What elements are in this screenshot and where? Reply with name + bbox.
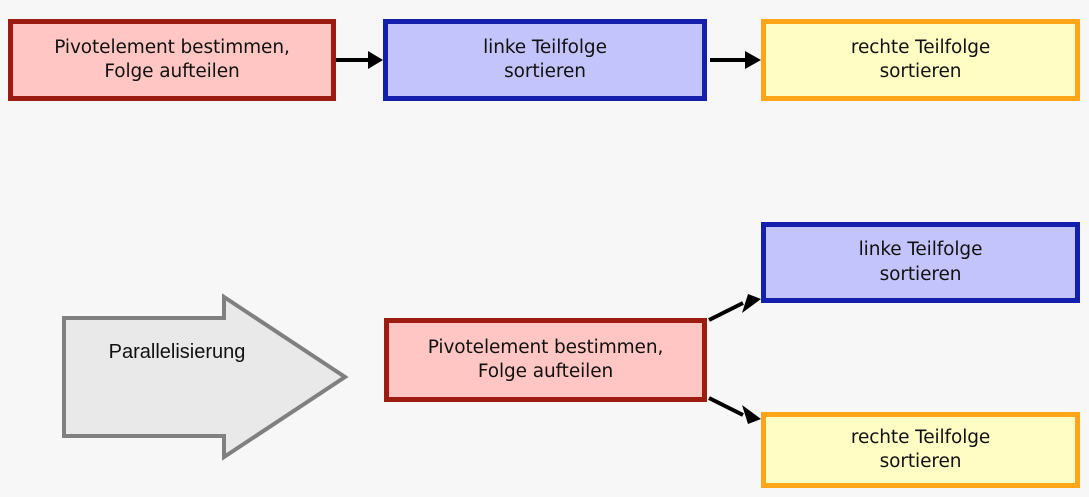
parallel-step-left-subsequence[interactable]: linke Teilfolge sortieren (761, 222, 1080, 303)
parallel-step-pivot[interactable]: Pivotelement bestimmen, Folge aufteilen (384, 318, 707, 402)
connector-sequential-left-to-right (710, 51, 761, 69)
sequential-step-left-subsequence[interactable]: linke Teilfolge sortieren (383, 19, 707, 101)
parallel-step-right-subsequence[interactable]: rechte Teilfolge sortieren (761, 412, 1080, 488)
connector-parallel-pivot-to-left (708, 294, 761, 322)
connector-parallel-pivot-to-right (708, 396, 761, 424)
connector-sequential-pivot-to-left (336, 51, 383, 69)
sequential-step-right-subsequence[interactable]: rechte Teilfolge sortieren (761, 19, 1080, 101)
parallelisierung-block-arrow (62, 293, 349, 461)
parallelisierung-label: Parallelisierung (108, 341, 246, 363)
sequential-step-pivot[interactable]: Pivotelement bestimmen, Folge aufteilen (8, 19, 336, 101)
